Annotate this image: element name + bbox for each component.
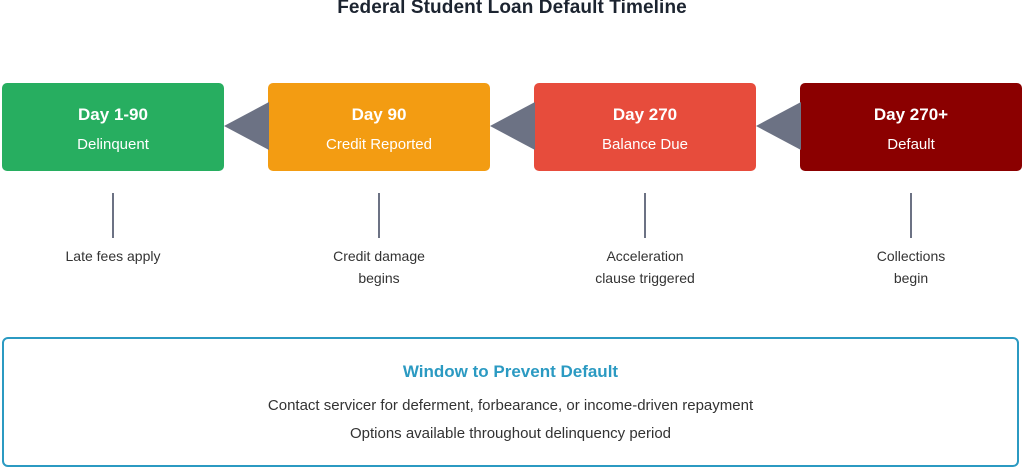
timeline-tick [644, 193, 646, 238]
timeline-tick [378, 193, 380, 238]
connector-arrow-icon [490, 102, 535, 150]
prevention-window-line-1: Contact servicer for deferment, forbeara… [267, 397, 754, 414]
stage-status-label: Delinquent [77, 136, 149, 153]
note-line: clause triggered [595, 270, 695, 286]
timeline-tick [910, 193, 912, 238]
stage-credit-reported: Day 90 Credit Reported [268, 83, 490, 171]
prevention-window-title: Window to Prevent Default [402, 362, 619, 381]
stage-status-label: Credit Reported [326, 136, 432, 153]
note-line: begin [893, 270, 929, 286]
diagram-title: Federal Student Loan Default Timeline [337, 0, 687, 18]
stage-delinquent: Day 1-90 Delinquent [2, 83, 224, 171]
stage-note: Credit damage begins [289, 245, 469, 289]
stage-default: Day 270+ Default [800, 83, 1022, 171]
stage-note: Late fees apply [23, 245, 203, 267]
note-line: Late fees apply [65, 248, 161, 264]
note-line: Collections [876, 248, 946, 264]
stage-day-label: Day 90 [351, 105, 407, 124]
prevention-window-panel: Window to Prevent Default Contact servic… [2, 337, 1019, 467]
stage-balance-due: Day 270 Balance Due [534, 83, 756, 171]
note-line: begins [358, 270, 400, 286]
stage-day-label: Day 1-90 [78, 105, 148, 124]
stage-day-label: Day 270+ [873, 105, 949, 124]
stage-note: Collections begin [821, 245, 1001, 289]
note-line: Credit damage [333, 248, 425, 264]
stage-note: Acceleration clause triggered [555, 245, 735, 289]
connector-arrow-icon [756, 102, 801, 150]
connector-arrow-icon [224, 102, 269, 150]
stage-day-label: Day 270 [612, 105, 678, 124]
prevention-window-line-2: Options available throughout delinquency… [349, 425, 672, 442]
timeline-tick [112, 193, 114, 238]
note-line: Acceleration [606, 248, 684, 264]
stage-status-label: Balance Due [602, 136, 688, 153]
stage-status-label: Default [887, 136, 935, 153]
